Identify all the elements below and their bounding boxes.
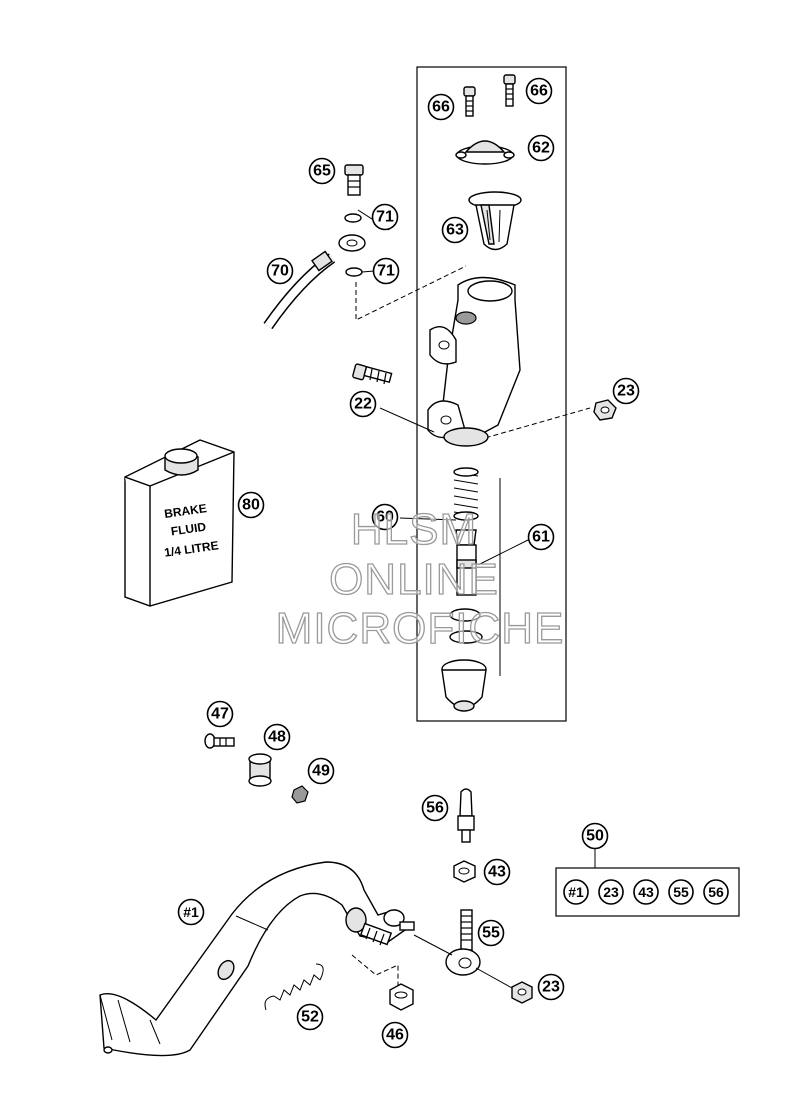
assembly-line-clevis [351, 954, 399, 990]
svg-text:43: 43 [488, 864, 506, 881]
sealing-washer-top [344, 213, 362, 223]
banjo-bolt [344, 164, 364, 196]
callout-part-1: #1 [177, 898, 205, 926]
callout-43: 43 [483, 858, 511, 886]
svg-text:49: 49 [312, 763, 330, 780]
svg-text:43: 43 [638, 884, 654, 900]
hex-nut-bottom [511, 981, 533, 1004]
callout-63: 63 [441, 216, 469, 244]
brake-pedal [99, 861, 415, 1057]
svg-text:66: 66 [530, 83, 548, 100]
reservoir [468, 191, 522, 251]
assembly-line-hose [355, 265, 467, 321]
kit-item-56: 56 [703, 879, 729, 905]
callout-46: 46 [381, 1021, 409, 1049]
screw-47 [204, 733, 235, 749]
callout-80: 80 [237, 491, 265, 519]
callout-48: 48 [263, 723, 291, 751]
svg-text:55: 55 [673, 884, 689, 900]
svg-text:65: 65 [313, 163, 331, 180]
svg-text:71: 71 [377, 263, 395, 280]
hex-nut-43 [453, 860, 476, 883]
callout-55: 55 [477, 919, 505, 947]
svg-text:#1: #1 [568, 884, 584, 900]
callout-66-left: 66 [427, 93, 455, 121]
svg-text:48: 48 [268, 729, 286, 746]
cap-screw-right [503, 74, 516, 107]
nut-axis-line [475, 967, 513, 989]
svg-text:56: 56 [426, 800, 444, 817]
callout-56: 56 [421, 794, 449, 822]
svg-text:47: 47 [211, 706, 229, 723]
callout-65: 65 [308, 157, 336, 185]
callout-47: 47 [206, 700, 234, 728]
assembly-line-nut [477, 407, 591, 441]
svg-text:#1: #1 [183, 904, 199, 920]
kit-item-43: 43 [633, 879, 659, 905]
pin-axis-line [413, 934, 453, 956]
callout-62: 62 [527, 134, 555, 162]
svg-text:70: 70 [271, 263, 289, 280]
bottle-label-line-1: BRAKE [163, 501, 207, 521]
piston [455, 478, 501, 676]
bottle-label-line-2: FLUID [170, 520, 207, 539]
svg-text:22: 22 [354, 396, 372, 413]
watermark-line-3: MICROFICHE [276, 604, 565, 653]
piston-washer [449, 608, 481, 622]
svg-text:80: 80 [242, 497, 260, 514]
svg-text:66: 66 [432, 99, 450, 116]
callout-23-top: 23 [612, 377, 640, 405]
hex-nut-46 [389, 983, 414, 1011]
dust-boot [441, 659, 487, 712]
callout-61: 61 [527, 523, 555, 551]
svg-text:23: 23 [617, 383, 635, 400]
snap-ring [449, 630, 483, 644]
master-cylinder-body [427, 276, 521, 447]
bushing-48 [248, 753, 272, 787]
svg-text:23: 23 [542, 979, 560, 996]
reservoir-cap [455, 140, 515, 165]
kit-item-55: 55 [668, 879, 694, 905]
callout-70: 70 [266, 257, 294, 285]
svg-text:56: 56 [708, 884, 724, 900]
svg-text:46: 46 [386, 1027, 404, 1044]
svg-text:71: 71 [376, 209, 394, 226]
return-spring [264, 963, 324, 1011]
callout-71-bottom: 71 [372, 257, 400, 285]
callout-50: 50 [581, 822, 609, 850]
svg-text:52: 52 [301, 1009, 319, 1026]
hex-nut-top [593, 399, 617, 421]
adjuster-screw [457, 788, 475, 843]
callout-60: 60 [371, 503, 399, 531]
brake-fluid-bottle [124, 439, 235, 607]
svg-text:63: 63 [446, 222, 464, 239]
kit-item-part-1: #1 [563, 879, 589, 905]
cap-screw-left [463, 86, 476, 117]
brake-hose [263, 234, 366, 330]
watermark-line-1: HLSM [351, 505, 477, 554]
callout-71-top: 71 [371, 203, 399, 231]
svg-text:60: 60 [376, 509, 394, 526]
piston-rod [445, 909, 481, 976]
callout-66-right: 66 [525, 77, 553, 105]
callout-23-bottom: 23 [537, 973, 565, 1001]
callout-49: 49 [307, 757, 335, 785]
mounting-bolt [352, 363, 393, 385]
callout-22: 22 [349, 390, 377, 418]
watermark-line-2: ONLINE [329, 555, 499, 604]
master-cylinder-group-frame [416, 66, 567, 722]
callout-52: 52 [296, 1003, 324, 1031]
svg-text:62: 62 [532, 140, 550, 157]
svg-text:55: 55 [482, 925, 500, 942]
svg-text:61: 61 [532, 529, 550, 546]
svg-text:50: 50 [586, 828, 604, 845]
piston-spring [453, 467, 479, 521]
nut-49 [291, 785, 309, 804]
sealing-washer-bottom [345, 267, 363, 277]
kit-item-23: 23 [598, 879, 624, 905]
svg-text:23: 23 [603, 884, 619, 900]
